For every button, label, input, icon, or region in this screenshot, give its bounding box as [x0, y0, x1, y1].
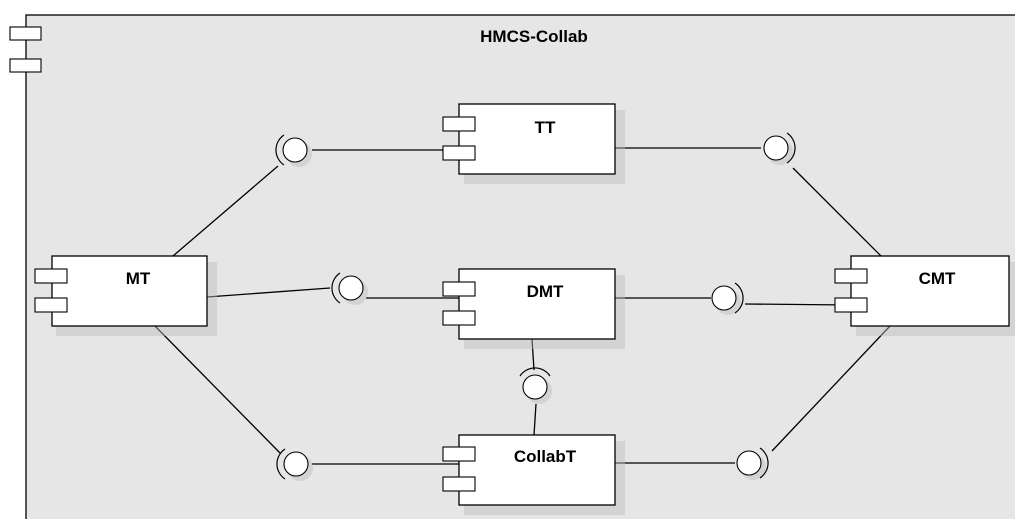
component-collabt[interactable]: CollabT [442, 434, 625, 515]
connector-mt-dmt-a [206, 287, 331, 298]
interface-dmt-cmt[interactable] [711, 282, 744, 315]
interface-mt-collabt[interactable] [276, 448, 313, 481]
component-cmt[interactable]: CMT [834, 255, 1015, 336]
connector-dmt-collabt-a [531, 338, 535, 371]
component-port-top [34, 268, 68, 284]
component-port-bottom [834, 297, 868, 313]
provided-interface-ball [522, 374, 548, 400]
interface-dmt-collabt[interactable] [519, 367, 552, 404]
interface-mt-tt[interactable] [275, 134, 312, 167]
required-interface-socket [519, 367, 551, 377]
component-port-bottom [442, 310, 476, 326]
provided-interface-ball [711, 285, 737, 311]
provided-interface-ball [282, 137, 308, 163]
interface-mt-dmt[interactable] [331, 272, 368, 305]
component-label: DMT [527, 282, 564, 301]
component-port-top [442, 281, 476, 297]
component-port-bottom [442, 145, 476, 161]
component-label: CMT [919, 269, 956, 288]
component-dmt[interactable]: DMT [442, 268, 625, 349]
component-label: CollabT [514, 447, 577, 466]
component-label: MT [126, 269, 151, 288]
connector-mt-collabt-a [154, 325, 281, 454]
container-port-top [9, 26, 42, 41]
component-port-top [442, 446, 476, 462]
component-port-bottom [442, 476, 476, 492]
component-box [458, 434, 616, 506]
connectors [154, 147, 891, 465]
required-interface-socket [759, 447, 769, 479]
connector-collabt-cmt-b [771, 325, 891, 452]
component-port-bottom [34, 297, 68, 313]
connector-dmt-collabt-b [533, 403, 537, 436]
connector-mt-tt-a [172, 165, 279, 257]
required-interface-socket [276, 448, 286, 480]
required-interface-socket [734, 282, 744, 314]
provided-interface-ball [763, 135, 789, 161]
interface-collabt-cmt[interactable] [736, 447, 769, 480]
component-box [458, 268, 616, 340]
component-label: TT [535, 118, 556, 137]
container-port-bottom [9, 58, 42, 73]
connector-dmt-cmt-b [744, 303, 852, 306]
provided-interface-ball [283, 451, 309, 477]
component-port-top [442, 116, 476, 132]
connector-tt-cmt-b [792, 167, 882, 257]
container-title: HMCS-Collab [480, 27, 588, 46]
provided-interface-ball [736, 450, 762, 476]
component-tt[interactable]: TT [442, 103, 625, 184]
component-mt[interactable]: MT [34, 255, 217, 336]
required-interface-socket [275, 134, 285, 166]
component-box [458, 103, 616, 175]
component-box [51, 255, 208, 327]
required-interface-socket [331, 272, 341, 304]
provided-interface-ball [338, 275, 364, 301]
required-interface-socket [786, 132, 796, 164]
component-box [850, 255, 1010, 327]
component-port-top [834, 268, 868, 284]
interface-tt-cmt[interactable] [763, 132, 796, 165]
